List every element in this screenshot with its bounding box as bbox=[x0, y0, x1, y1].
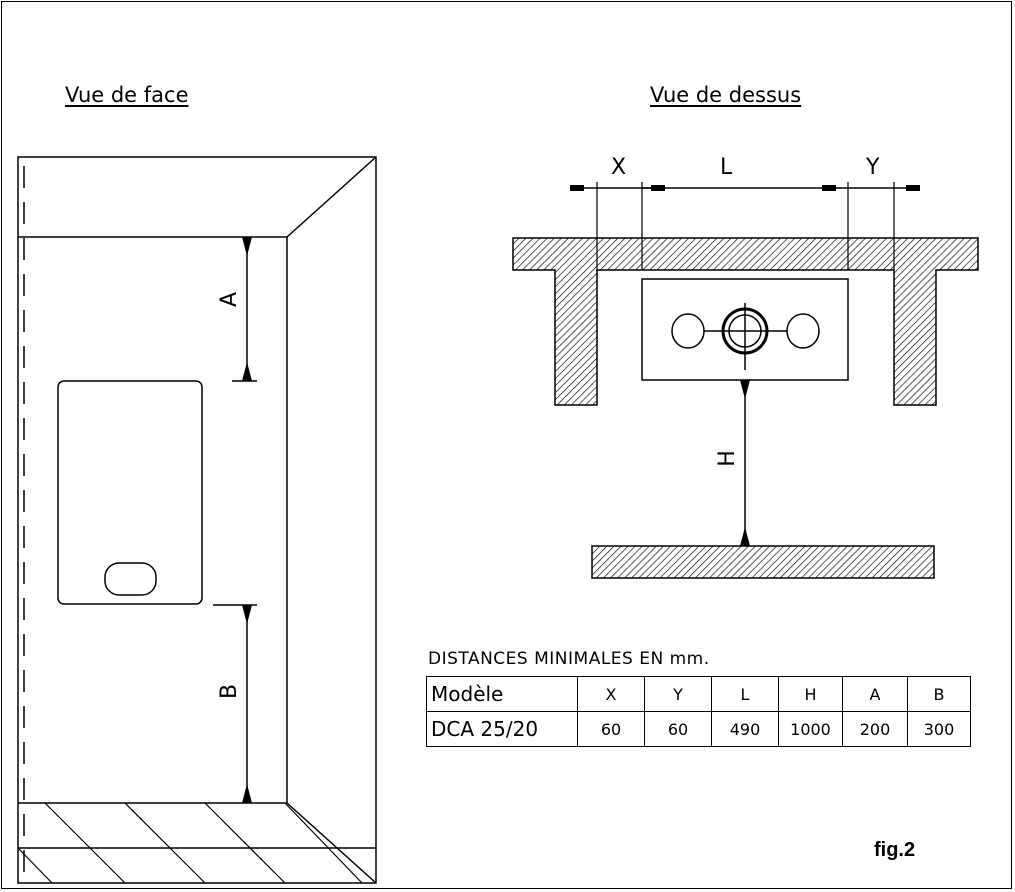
dimension-a-label: A bbox=[217, 291, 243, 308]
top-view-title: Vue de dessus bbox=[650, 83, 802, 107]
figure-label: fig.2 bbox=[874, 839, 916, 861]
dimension-b-label: B bbox=[217, 683, 243, 700]
table-cell: 200 bbox=[842, 711, 908, 747]
dimension-b-label-wrap: B bbox=[217, 679, 242, 704]
table-cell: 60 bbox=[644, 711, 712, 747]
table-header-cell: H bbox=[778, 676, 843, 712]
dimension-b-arrow-bottom bbox=[242, 784, 252, 803]
front-view-boiler-window bbox=[104, 562, 157, 596]
table-header-cell: L bbox=[711, 676, 779, 712]
front-view-boiler bbox=[57, 380, 203, 605]
table-header-cell: Modèle bbox=[426, 676, 578, 712]
front-view-bottom-perspective-line bbox=[286, 802, 377, 884]
front-view-title: Vue de face bbox=[65, 83, 189, 107]
table-cell: 1000 bbox=[778, 711, 843, 747]
table-row: DCA 25/20 60 60 490 1000 200 300 bbox=[426, 711, 971, 747]
dimension-b-arrow-top bbox=[242, 605, 252, 624]
front-view-floor-hatching bbox=[17, 802, 363, 884]
dimension-h-label-wrap: H bbox=[715, 446, 740, 471]
distances-caption: DISTANCES MINIMALES EN mm. bbox=[428, 649, 710, 669]
top-view-drawing bbox=[512, 182, 979, 579]
dimension-a-label-wrap: A bbox=[217, 287, 242, 312]
table-header-cell: Y bbox=[644, 676, 712, 712]
dimension-a-arrow-top bbox=[242, 237, 252, 256]
dimension-h-arrow-top bbox=[740, 380, 750, 399]
table-header-cell: B bbox=[907, 676, 971, 712]
table-header-row: Modèle X Y L H A B bbox=[426, 676, 971, 712]
distances-table: Modèle X Y L H A B DCA 25/20 60 60 490 1… bbox=[426, 676, 971, 747]
front-view-drawing bbox=[17, 156, 377, 884]
dimension-y-label: Y bbox=[866, 155, 880, 180]
top-view-front-obstacle bbox=[591, 545, 935, 579]
table-cell: 490 bbox=[711, 711, 779, 747]
dimension-l-arrow-right bbox=[822, 185, 836, 191]
front-view-top-perspective-line bbox=[286, 156, 377, 238]
dimension-h-arrow-bottom bbox=[740, 527, 750, 546]
top-view-extension-lines bbox=[596, 182, 895, 270]
dimension-y-arrow-right bbox=[906, 185, 920, 191]
dimension-a-arrow-bottom bbox=[242, 362, 252, 381]
dimension-h-label: H bbox=[714, 450, 740, 467]
dimension-x-arrow-left bbox=[570, 185, 584, 191]
table-cell: DCA 25/20 bbox=[426, 711, 578, 747]
table-cell: 60 bbox=[577, 711, 645, 747]
table-cell: 300 bbox=[907, 711, 971, 747]
front-view-niche-outline bbox=[17, 156, 377, 884]
table-header-cell: X bbox=[577, 676, 645, 712]
dimension-l-label: L bbox=[720, 155, 733, 180]
dimension-x-label: X bbox=[611, 155, 627, 180]
table-header-cell: A bbox=[842, 676, 908, 712]
